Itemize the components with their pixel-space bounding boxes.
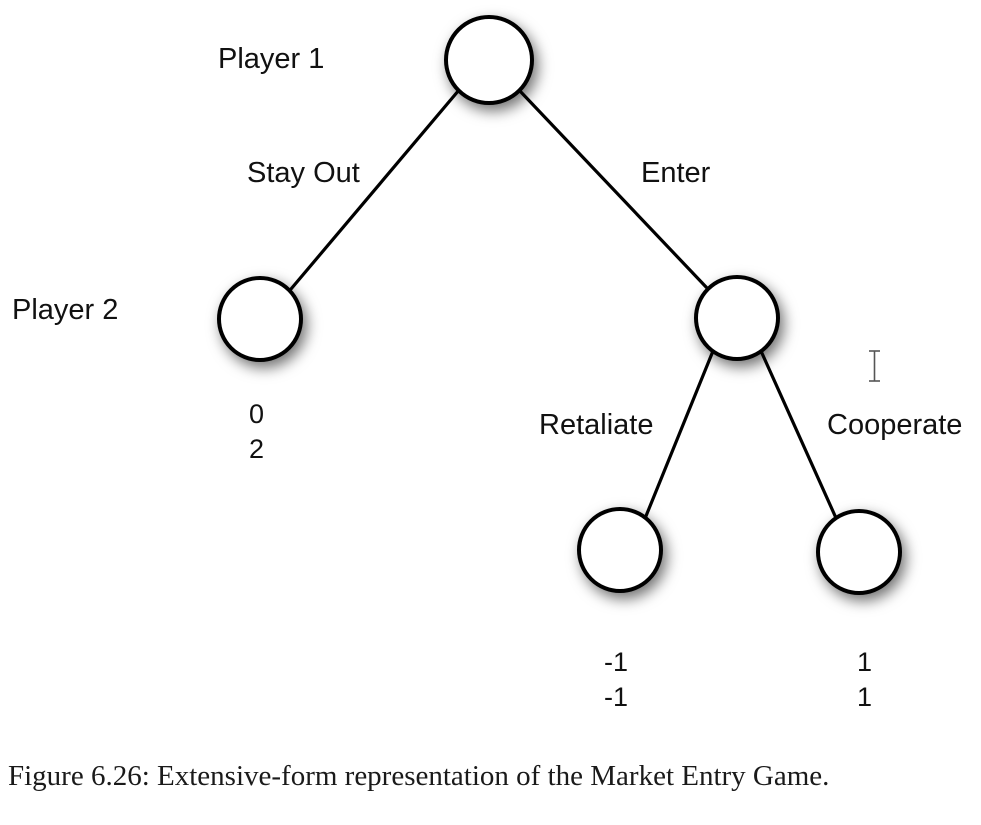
edge-label-enter: Enter (641, 157, 711, 189)
payoff-cooperate-player1: 1 (857, 647, 873, 677)
figure-caption: Figure 6.26: Extensive-form representati… (8, 760, 830, 792)
player-2-label: Player 2 (12, 294, 119, 326)
player-1-label: Player 1 (218, 43, 325, 75)
i-beam-cursor-icon (869, 350, 880, 382)
node-terminal-retaliate[interactable] (577, 507, 663, 593)
node-terminal-cooperate[interactable] (816, 509, 902, 595)
payoff-retaliate-player2: -1 (604, 682, 629, 712)
payoff-stay-out-player1: 0 (249, 399, 265, 429)
node-root-player1[interactable] (444, 15, 534, 105)
node-decision-player2[interactable] (694, 275, 780, 361)
node-terminal-stay-out[interactable] (217, 276, 303, 362)
tree-edges (289, 88, 838, 520)
edge-cooperate (759, 349, 838, 520)
edge-label-retaliate: Retaliate (539, 409, 654, 441)
edge-stay-out (289, 88, 461, 291)
payoff-cooperate: 1 1 (857, 645, 872, 715)
payoff-retaliate: -1 -1 (604, 645, 628, 715)
edge-label-cooperate: Cooperate (827, 409, 963, 441)
payoff-cooperate-player2: 1 (857, 682, 873, 712)
edge-label-stay-out: Stay Out (247, 157, 360, 189)
edge-enter (517, 88, 709, 290)
tree-nodes (217, 15, 902, 595)
payoff-retaliate-player1: -1 (604, 647, 629, 677)
payoff-stay-out-player2: 2 (249, 434, 265, 464)
edge-retaliate (644, 349, 715, 518)
payoff-stay-out: 0 2 (249, 397, 264, 467)
